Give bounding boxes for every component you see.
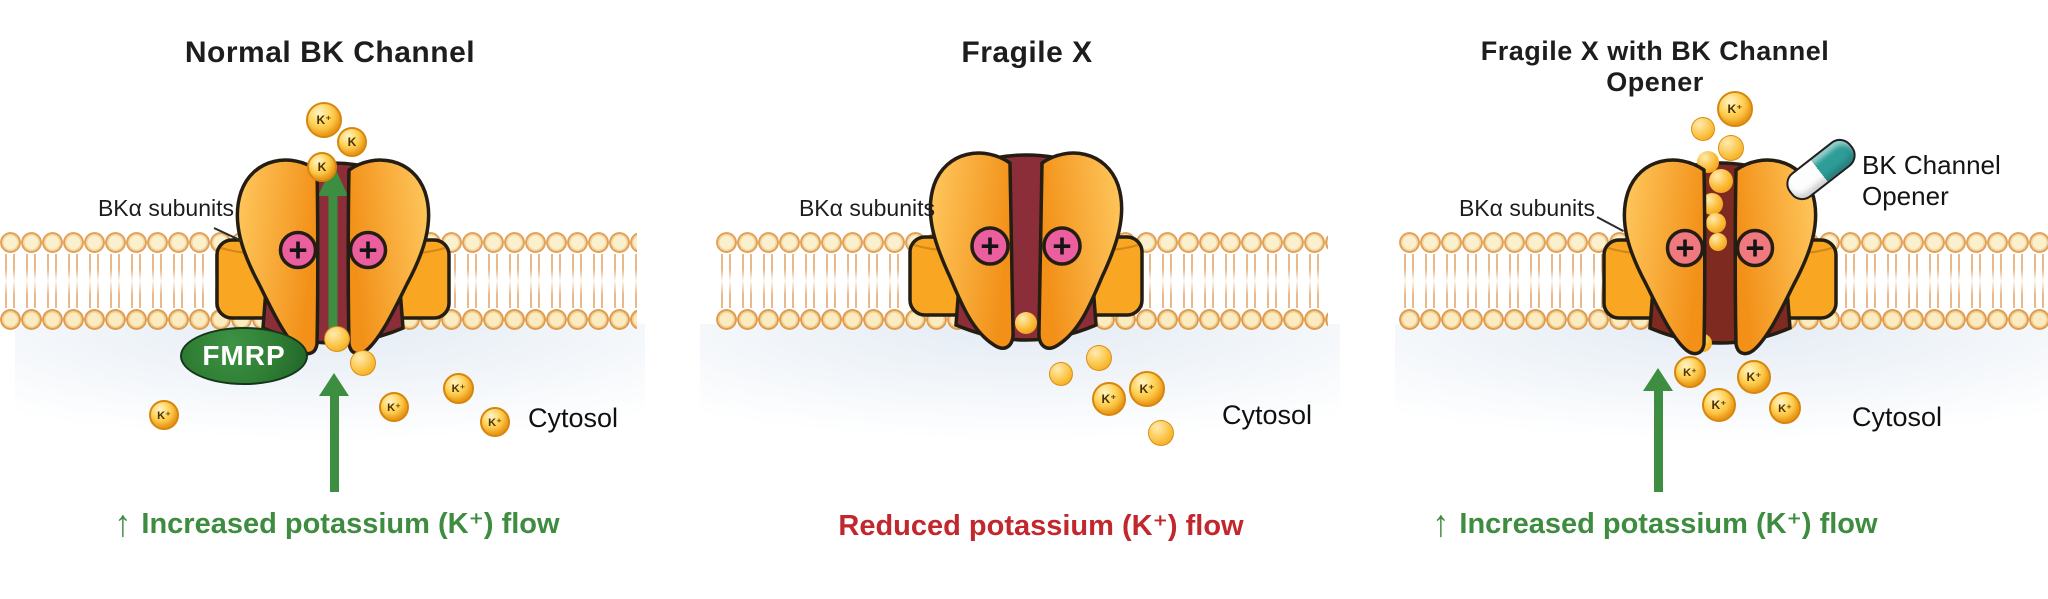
bk-alpha-subunit [346, 158, 431, 356]
bka-subunits-label: BKα subunits [798, 195, 935, 221]
gate-charge-circle [970, 226, 1010, 266]
potassium-ion: K [307, 152, 337, 182]
potassium-dot [1691, 117, 1715, 141]
fmrp-protein: FMRP [180, 327, 308, 385]
plus-symbol: + [358, 231, 377, 268]
up-arrow-icon: ↑ [1432, 502, 1450, 545]
potassium-dot [324, 326, 350, 352]
panel2-caption: Reduced potassium (K⁺) flow [791, 508, 1291, 543]
potassium-dot [1709, 233, 1727, 251]
potassium-dot [1086, 345, 1112, 371]
potassium-dot [1701, 193, 1723, 215]
panel1-caption: ↑ Increased potassium (K⁺) flow [87, 502, 587, 545]
potassium-ion: K⁺ [1092, 382, 1126, 416]
gate-charge-circle [348, 230, 388, 270]
gate-charge-circle [278, 230, 318, 270]
panel3-title: Fragile X with BK Channel Opener [1480, 36, 1830, 97]
up-arrow-shaft [330, 395, 339, 492]
potassium-dot [350, 350, 376, 376]
potassium-ion: K⁺ [480, 407, 510, 437]
bk-alpha-subunit [1622, 158, 1707, 356]
bk-channel-opener-label: BK Channel Opener [1862, 150, 2001, 211]
bk-channel-open: + + [215, 158, 451, 356]
up-arrow-icon: ↑ [114, 502, 132, 545]
bk-alpha-subunit [235, 158, 320, 356]
plus-symbol: + [1052, 227, 1071, 264]
potassium-ion: K⁺ [1702, 388, 1736, 422]
potassium-ion: K⁺ [1674, 356, 1706, 388]
potassium-ion: K [337, 127, 367, 157]
up-arrow-shaft [1654, 390, 1663, 492]
up-arrow-icon [1643, 368, 1673, 391]
gate-charge-circle [1735, 228, 1775, 268]
gate-charge-circle [1042, 226, 1082, 266]
potassium-dot [1706, 213, 1726, 233]
k-flow-arrow-shaft [328, 192, 338, 344]
bka-subunits-label: BKα subunits [97, 195, 234, 221]
potassium-ion: K⁺ [443, 373, 474, 404]
panel3-caption: ↑ Increased potassium (K⁺) flow [1405, 502, 1905, 545]
bk-channel-closed: + + [908, 151, 1144, 350]
potassium-ion: K⁺ [1717, 91, 1753, 127]
cytosol-label: Cytosol [1222, 400, 1313, 430]
plus-symbol: + [980, 227, 999, 264]
panel2-title: Fragile X [961, 36, 1093, 69]
k-flow-arrow-head [318, 164, 348, 196]
caption-text: Increased potassium (K⁺) flow [1459, 508, 1878, 540]
potassium-dot [1718, 135, 1744, 161]
plus-symbol: + [1745, 229, 1764, 266]
potassium-ion: K⁺ [306, 102, 342, 138]
potassium-dot [1015, 312, 1037, 334]
potassium-ion: K⁺ [1769, 392, 1801, 424]
caption-text: Increased potassium (K⁺) flow [141, 508, 560, 540]
cytosol-wash [700, 324, 1340, 494]
potassium-dot [1148, 420, 1174, 446]
potassium-dot [1049, 362, 1073, 386]
potassium-ion: K⁺ [149, 400, 179, 430]
potassium-ion: K⁺ [1737, 360, 1771, 394]
plus-symbol: + [288, 231, 307, 268]
panel1-title: Normal BK Channel [184, 36, 476, 69]
up-arrow-icon [319, 373, 349, 396]
bk-channel-opened-by-drug: + + [1602, 151, 1838, 356]
potassium-ion: K⁺ [379, 392, 409, 422]
plus-symbol: + [1675, 229, 1694, 266]
cytosol-label: Cytosol [1852, 402, 1943, 432]
bka-subunits-label: BKα subunits [1458, 195, 1595, 221]
gate-charge-circle [1665, 228, 1705, 268]
potassium-ion: K⁺ [1129, 371, 1165, 407]
potassium-dot [1709, 169, 1733, 193]
caption-text: Reduced potassium (K⁺) flow [838, 510, 1244, 542]
cytosol-label: Cytosol [528, 403, 619, 433]
